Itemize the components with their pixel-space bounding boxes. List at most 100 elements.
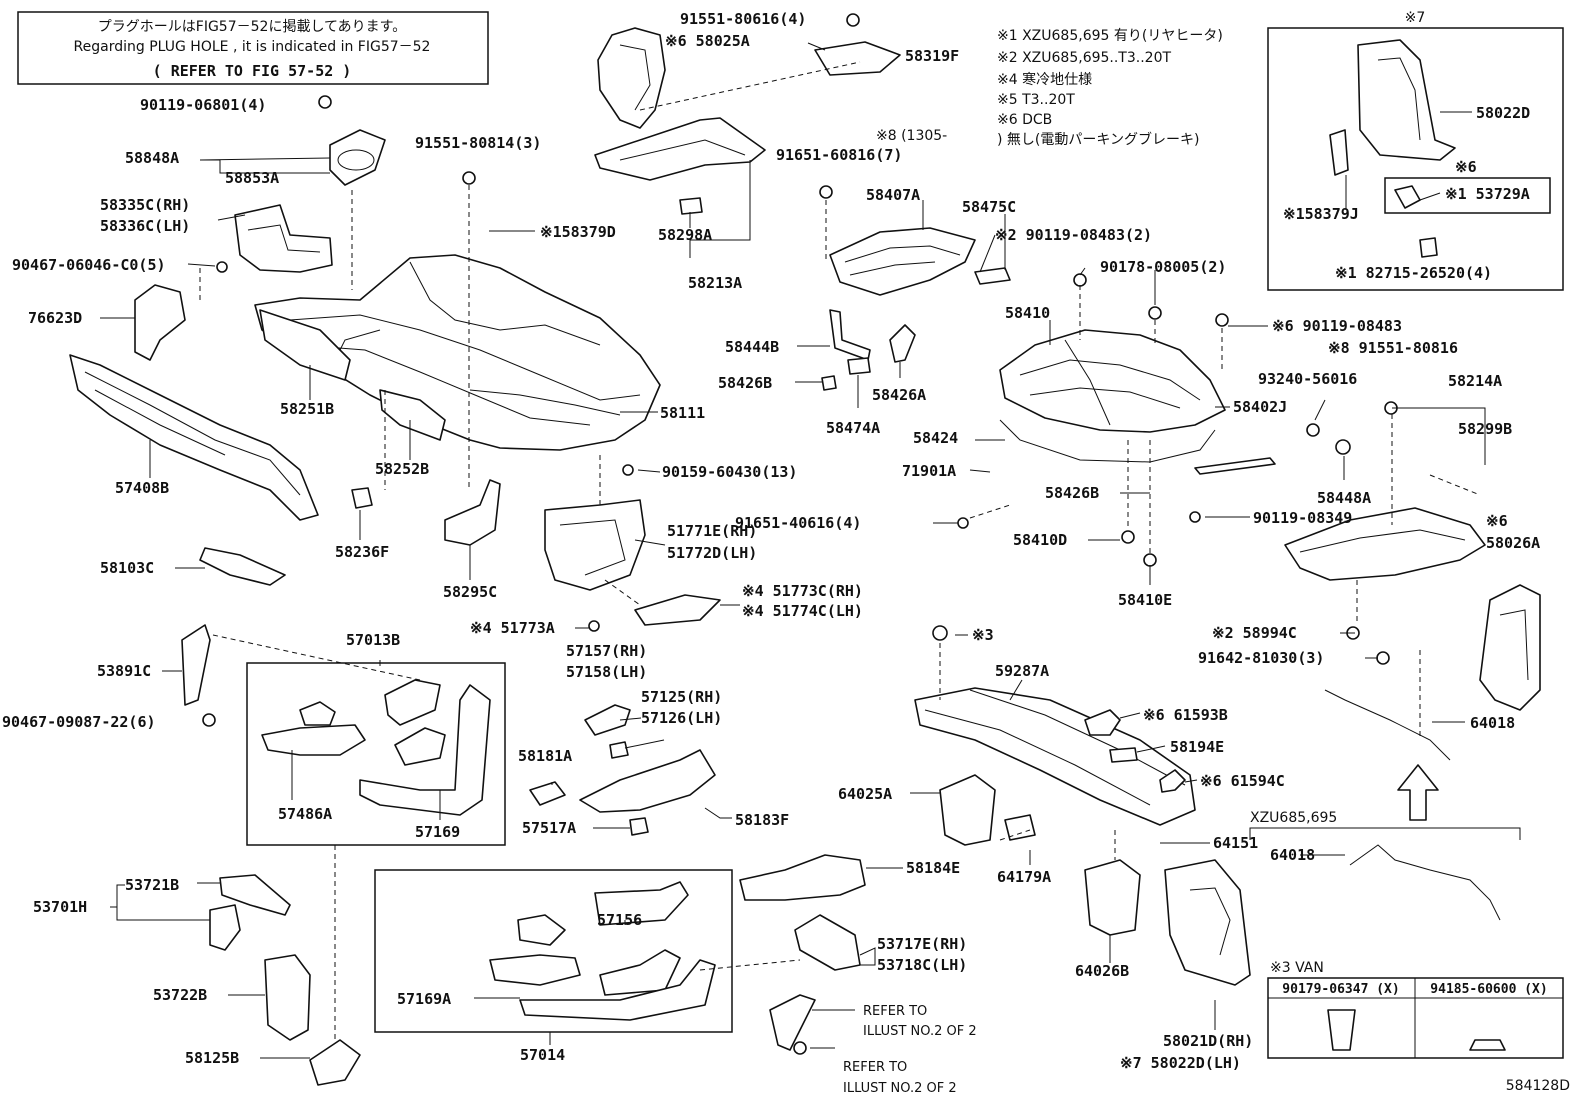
part-label: 58444B: [725, 338, 779, 356]
pad-58125b-drawing: [309, 1039, 361, 1086]
bar-58402j-drawing: [1194, 457, 1276, 475]
part-label: 53717E(RH): [877, 935, 967, 953]
cable-64018-drawing: [1324, 689, 1451, 761]
part-label: ※2 90119-08483(2): [995, 226, 1152, 244]
nut-90179-drawing: [1327, 1009, 1356, 1051]
part-label: ※7 58022D(LH): [1120, 1054, 1241, 1072]
part-label: 58103C: [100, 559, 154, 577]
panel-58021d-drawing: [1164, 859, 1251, 986]
part-label: ※6: [1455, 158, 1477, 176]
part-label: 58319F: [905, 47, 959, 65]
bracket-58194e-drawing: [1109, 747, 1138, 763]
part-labels: 91551-80616(4) ※6 58025A 58319F 90119-06…: [2, 10, 1540, 1072]
wheelhouse-51771e-drawing: [544, 499, 646, 591]
refer-2-line2: ILLUST NO.2 OF 2: [843, 1081, 957, 1096]
part-label: 58448A: [1317, 489, 1371, 507]
part-label: 57126(LH): [641, 709, 722, 727]
part-label: 58299B: [1458, 420, 1512, 438]
rail-59287a-drawing: [914, 687, 1196, 826]
part-label: 58026A: [1486, 534, 1540, 552]
rail-58424-drawing: [999, 419, 1216, 463]
part-label: 93240-56016: [1258, 370, 1357, 388]
bracket-61594c-drawing: [1159, 769, 1186, 793]
inset-7-title: ※7: [1405, 10, 1426, 26]
part-label: ※6 90119-08483: [1272, 317, 1402, 335]
part-label: ※3: [972, 626, 994, 644]
part-label: 57517A: [522, 819, 576, 837]
part-label: 53718C(LH): [877, 956, 967, 974]
part-label: 59287A: [995, 662, 1049, 680]
inset-box-7: [1267, 27, 1564, 291]
part-label: 58022D: [1476, 104, 1530, 122]
part-label: ※6 61594C: [1200, 772, 1285, 790]
part-label: 91642-81030(3): [1198, 649, 1324, 667]
refer-2-line1: REFER TO: [843, 1060, 907, 1075]
part-label: 58407A: [866, 186, 920, 204]
side-panel-58335c-drawing: [234, 204, 333, 273]
part-label: 58295C: [443, 583, 497, 601]
xzu-title: XZU685,695: [1250, 810, 1337, 826]
inset-box-57013b: [246, 662, 506, 846]
part-label: ※4 51774C(LH): [742, 602, 863, 620]
note-5: ※5 T3..20T: [997, 92, 1075, 108]
box-64026b-drawing: [1084, 859, 1141, 936]
note-4: ※4 寒冷地仕様: [997, 71, 1092, 88]
part-label: ※2 58994C: [1212, 624, 1297, 642]
part-label: 64025A: [838, 785, 892, 803]
part-label: 71901A: [902, 462, 956, 480]
part-label: 58424: [913, 429, 958, 447]
part-label: 57014: [520, 1046, 565, 1064]
bracket-58251b-drawing: [259, 309, 351, 381]
part-label: 58214A: [1448, 372, 1502, 390]
part-label: ※6 58025A: [665, 32, 750, 50]
plate-58252b-drawing: [379, 389, 446, 441]
bracket-51773c-drawing: [634, 594, 721, 626]
part-label: 90467-09087-22(6): [2, 713, 156, 731]
part-label: 58410D: [1013, 531, 1067, 549]
bracket-53891c-drawing: [181, 624, 211, 706]
part-label: 57013B: [346, 631, 400, 649]
mount-58848a-drawing: [329, 129, 386, 186]
clip-58426a-drawing: [889, 324, 916, 363]
part-label: 90119-06801(4): [140, 96, 266, 114]
van-table: ※3 VAN 90179-06347 (X) 94185-60600 (X): [1267, 960, 1564, 1059]
note-6: ※6 DCB: [997, 112, 1052, 128]
part-label: 58848A: [125, 149, 179, 167]
part-label: 58298A: [658, 226, 712, 244]
panel-53722b-drawing: [264, 954, 311, 1041]
notes: ※1 XZU685,695 有り(リヤヒータ) ※2 XZU685,695..T…: [876, 28, 1223, 148]
inset-7-sub-box: [1384, 177, 1551, 214]
part-label: 57157(RH): [566, 642, 647, 660]
part-label: 76623D: [28, 309, 82, 327]
part-label: 64018: [1470, 714, 1515, 732]
plate-58407a-drawing: [829, 227, 976, 296]
part-label: 91651-40616(4): [735, 514, 861, 532]
bracket-53729a-drawing: [1394, 185, 1421, 209]
van-col2: 94185-60600 (X): [1430, 982, 1547, 997]
arrow-up-icon: [1397, 764, 1439, 821]
guide-lines: [199, 61, 1481, 1040]
van-title: ※3 VAN: [1270, 960, 1324, 976]
part-label: 57408B: [115, 479, 169, 497]
part-label: 64026B: [1075, 962, 1129, 980]
part-label: ※6: [1486, 512, 1508, 530]
part-label: 58410E: [1118, 591, 1172, 609]
clip-58426b-drawing: [821, 375, 837, 391]
part-label: 58213A: [688, 274, 742, 292]
fasteners: [202, 13, 1398, 1055]
part-label: 58475C: [962, 198, 1016, 216]
part-label: ※1 53729A: [1445, 185, 1530, 203]
part-label: 58111: [660, 404, 705, 422]
part-label: ※6 61593B: [1143, 706, 1228, 724]
part-label: 58402J: [1233, 398, 1287, 416]
part-label: 51772D(LH): [667, 544, 757, 562]
plate-58103c-drawing: [199, 547, 286, 586]
notice-line-ref: ( REFER TO FIG 57-52 ): [153, 62, 352, 80]
inset-box-57014: [374, 869, 733, 1033]
part-label: 51771E(RH): [667, 522, 757, 540]
bracket-53717e-drawing: [794, 914, 861, 971]
part-label: 58021D(RH): [1163, 1032, 1253, 1050]
plate-58475c-drawing: [974, 267, 1011, 285]
part-label: 58181A: [518, 747, 572, 765]
bracket-58295c-drawing: [444, 479, 501, 546]
